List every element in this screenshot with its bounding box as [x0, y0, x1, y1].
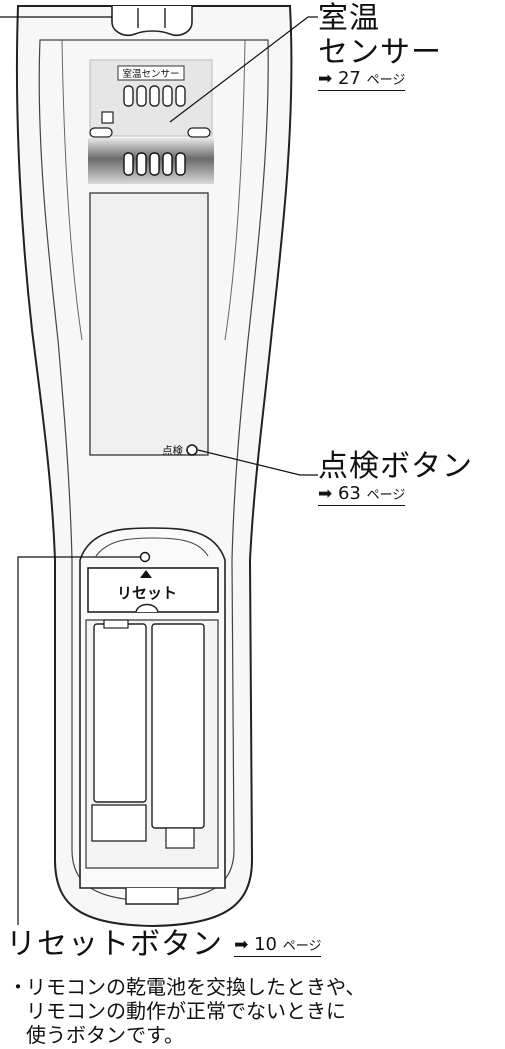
page-suffix: ページ	[366, 487, 406, 503]
reset-hole[interactable]	[139, 551, 151, 563]
battery-recess	[95, 537, 209, 557]
sensor-vents-upper	[123, 85, 186, 107]
left-slot	[91, 804, 147, 842]
arrow-right-icon: ➡	[234, 935, 249, 955]
room-sensor-page-ref[interactable]: ➡ 27 ページ	[318, 68, 406, 92]
right-rail	[224, 39, 246, 341]
ir-emitter	[111, 6, 193, 37]
battery-right	[151, 623, 205, 829]
sensor-vents-lower	[123, 152, 186, 176]
note-bullet: ・	[8, 975, 28, 999]
check-button-page-ref[interactable]: ➡ 63 ページ	[318, 482, 406, 506]
room-sensor-title-1: 室温	[318, 1, 380, 36]
battery-left-cap	[103, 619, 129, 629]
small-square	[101, 111, 114, 124]
bottom-tab	[125, 888, 179, 905]
check-label: 点検	[162, 444, 183, 457]
page-number: 10	[254, 934, 277, 955]
right-slot	[165, 827, 195, 849]
reset-button-page-ref[interactable]: ➡ 10 ページ	[234, 934, 322, 958]
arrow-right-icon: ➡	[318, 69, 333, 90]
page-suffix: ページ	[366, 73, 406, 89]
sensor-leader	[169, 16, 318, 123]
left-clip	[89, 127, 113, 138]
room-sensor-callout: 室温 センサー ➡ 27 ページ	[318, 1, 442, 92]
page-number: 27	[337, 68, 361, 90]
check-button-title: 点検ボタン	[318, 449, 473, 484]
reset-note: ・ リモコンの乾電池を交換したときや、 リモコンの動作が正常でないときに 使うボ…	[8, 975, 366, 1047]
battery-left	[93, 623, 147, 803]
check-button[interactable]	[186, 444, 198, 456]
reset-button-callout: リセットボタン ➡ 10 ページ	[6, 927, 322, 962]
page-suffix: ページ	[282, 939, 322, 954]
reset-label: リセット	[117, 584, 177, 602]
page-number: 63	[337, 482, 361, 504]
check-leader	[197, 449, 318, 476]
reset-cover[interactable]	[87, 567, 219, 613]
check-button-callout: 点検ボタン ➡ 63 ページ	[318, 450, 473, 506]
reset-button-title: リセットボタン	[6, 927, 223, 962]
note-line-2: リモコンの動作が正常でないときに	[26, 999, 346, 1023]
reset-leader	[17, 556, 140, 925]
reset-arrow	[140, 570, 152, 578]
cover-panel	[89, 192, 209, 456]
room-sensor-title-2: センサー	[318, 34, 442, 70]
sensor-label-box	[117, 65, 185, 81]
sensor-label: 室温センサー	[122, 68, 179, 80]
arrow-right-icon: ➡	[318, 483, 333, 504]
note-line-1: リモコンの乾電池を交換したときや、	[26, 975, 366, 999]
note-line-3: 使うボタンです。	[26, 1023, 184, 1047]
right-clip	[187, 127, 211, 138]
left-rail	[61, 39, 83, 341]
reset-cover-notch	[135, 603, 159, 613]
